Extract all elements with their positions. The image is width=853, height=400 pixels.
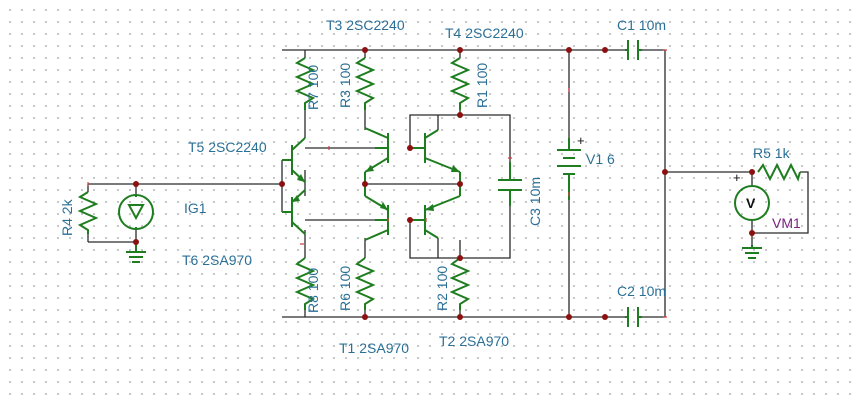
- label-t1: T1 2SA970: [339, 340, 409, 356]
- capacitor-c2[interactable]: [625, 307, 642, 327]
- plus-sign-v1: +: [577, 133, 585, 148]
- transistor-t5[interactable]: [282, 137, 306, 183]
- label-vm1: VM1: [772, 215, 801, 231]
- label-t4: T4 2SC2240: [445, 25, 524, 41]
- capacitor-c1[interactable]: [625, 40, 642, 60]
- transistor-t2[interactable]: [410, 184, 461, 239]
- label-r5: R5 1k: [753, 145, 791, 161]
- transistor-t3[interactable]: [364, 127, 389, 184]
- resistor-r4[interactable]: [77, 191, 99, 234]
- current-source-ig1[interactable]: [118, 194, 154, 230]
- label-r1: R1 100: [474, 63, 490, 108]
- label-ig1: IG1: [184, 200, 207, 216]
- resistor-r1[interactable]: [449, 57, 471, 110]
- resistor-r6[interactable]: [354, 257, 376, 310]
- resistor-r3[interactable]: [354, 57, 376, 110]
- label-r8: R8 100: [305, 268, 321, 313]
- voltmeter-vm1[interactable]: [734, 185, 770, 221]
- capacitor-c3[interactable]: [498, 162, 522, 206]
- junction-nodes: [133, 47, 755, 320]
- resistor-r7[interactable]: [294, 57, 316, 110]
- label-c1: C1 10m: [617, 17, 666, 33]
- wire-t4-t2: [409, 114, 460, 259]
- resistor-r8[interactable]: [294, 257, 316, 310]
- label-c3: C3 10m: [527, 177, 543, 226]
- label-r2: R2 100: [434, 266, 450, 311]
- transistor-t4[interactable]: [410, 129, 461, 184]
- voltmeter-symbol: V: [746, 195, 756, 211]
- label-r4: R4 2k: [59, 198, 75, 236]
- wires: [87, 49, 809, 318]
- label-v1: V1 6: [586, 151, 615, 167]
- wire-output-column: [664, 50, 752, 317]
- battery-v1[interactable]: [557, 138, 581, 200]
- label-r7: R7 100: [305, 65, 321, 110]
- plus-sign-vm1: +: [733, 170, 741, 185]
- label-r6: R6 100: [337, 266, 353, 311]
- ground-icon: [126, 242, 146, 263]
- label-c2: C2 10m: [617, 283, 666, 299]
- transistor-t6[interactable]: [282, 189, 306, 235]
- resistor-r2[interactable]: [449, 257, 471, 310]
- transistor-t1[interactable]: [364, 184, 389, 241]
- wire-meter: [751, 171, 809, 245]
- label-t5: T5 2SC2240: [188, 139, 267, 155]
- resistor-r5[interactable]: [757, 162, 801, 182]
- label-t3: T3 2SC2240: [326, 17, 405, 33]
- wire-input: [87, 183, 282, 243]
- label-t2: T2 2SA970: [439, 333, 509, 349]
- label-r3: R3 100: [337, 63, 353, 108]
- ground-icon: [742, 245, 762, 259]
- label-t6: T6 2SA970: [182, 252, 252, 268]
- pin-marks: [87, 49, 667, 318]
